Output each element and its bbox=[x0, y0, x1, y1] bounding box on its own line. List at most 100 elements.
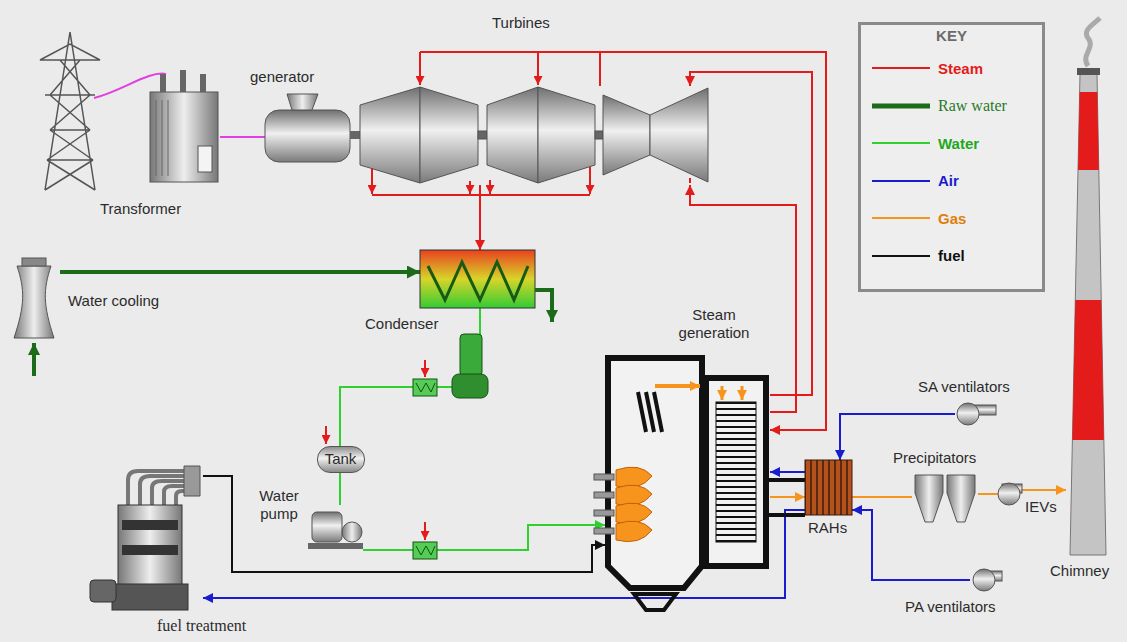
water-pipe bbox=[363, 525, 605, 550]
feed-heater bbox=[416, 383, 435, 392]
feed-pump: Water pump bbox=[308, 505, 363, 551]
legend-heading: KEY bbox=[858, 27, 1045, 45]
chimney-stack bbox=[1060, 18, 1120, 555]
legend-row: Steam bbox=[872, 58, 983, 78]
steam-extraction bbox=[469, 181, 471, 194]
gas-duct bbox=[770, 496, 805, 498]
boiler-walls bbox=[594, 528, 614, 534]
precipitator-hoppers bbox=[915, 475, 943, 522]
air-heater-body bbox=[805, 460, 852, 515]
boiler-walls bbox=[638, 392, 662, 432]
fuel-mill bbox=[128, 471, 186, 505]
legend-row: Water bbox=[872, 133, 979, 153]
turbine-casings bbox=[420, 87, 478, 183]
transformer: Transformer bbox=[148, 70, 220, 184]
component-label: Precipitators bbox=[893, 449, 976, 467]
feed-heater bbox=[413, 542, 437, 559]
raw-water-pipe bbox=[60, 270, 420, 274]
legend-text: Gas bbox=[938, 210, 966, 227]
condenser-shell bbox=[420, 250, 535, 308]
boiler-walls bbox=[634, 594, 676, 610]
steam-extraction bbox=[424, 360, 426, 377]
legend-text: Raw water bbox=[938, 97, 1007, 115]
boiler-walls bbox=[608, 358, 702, 588]
fuel-mill bbox=[90, 580, 116, 602]
boiler-walls bbox=[594, 510, 614, 516]
gas-duct bbox=[978, 493, 998, 495]
boiler-walls bbox=[594, 474, 614, 534]
transmission-tower bbox=[40, 32, 100, 190]
generator-body bbox=[265, 110, 350, 162]
tank: Tank bbox=[317, 446, 365, 473]
fuel-mill: fuel treatment bbox=[88, 460, 203, 615]
boiler-walls bbox=[594, 474, 614, 480]
boiler-walls bbox=[741, 386, 744, 400]
condensate-pump bbox=[460, 334, 482, 376]
condenser-shell bbox=[420, 250, 552, 322]
air-duct bbox=[770, 471, 805, 473]
chimney: Chimney bbox=[1066, 62, 1110, 556]
legend-row: fuel bbox=[872, 246, 965, 266]
component-label: Transformer bbox=[100, 200, 181, 218]
feed-heater bbox=[416, 546, 435, 555]
fuel-mill bbox=[184, 466, 200, 496]
air-duct bbox=[852, 510, 970, 580]
boiler-walls bbox=[616, 467, 652, 542]
transformer-body bbox=[156, 100, 168, 176]
cooling-tower bbox=[14, 258, 54, 376]
precipitator-hoppers bbox=[947, 475, 975, 522]
component-label: Tank bbox=[325, 450, 357, 468]
legend-text: Air bbox=[938, 172, 959, 189]
component-label: Steam generation bbox=[664, 306, 764, 342]
component-label: RAHs bbox=[808, 519, 847, 537]
steam-extraction bbox=[537, 52, 539, 85]
component-label: Condenser bbox=[365, 315, 438, 333]
boiler-walls bbox=[616, 503, 652, 524]
fuel-mill bbox=[140, 476, 186, 505]
sa-fan: SA ventilators bbox=[955, 402, 997, 426]
legend-row: Gas bbox=[872, 208, 966, 228]
steam-extraction bbox=[371, 168, 373, 194]
component-label: fuel treatment bbox=[157, 617, 246, 635]
transformer-body bbox=[180, 70, 186, 92]
component-label: PA ventilators bbox=[905, 598, 996, 616]
feed-pump-body bbox=[308, 512, 363, 549]
legend-text: Steam bbox=[938, 60, 983, 77]
generator: generator bbox=[265, 106, 352, 164]
cooling-tower bbox=[14, 266, 54, 338]
chimney-stack bbox=[1060, 92, 1120, 170]
legend-line bbox=[872, 250, 930, 262]
boiler-walls bbox=[766, 480, 805, 515]
cooling-tower bbox=[22, 258, 46, 266]
fuel-mill bbox=[164, 486, 186, 505]
transformer-body bbox=[160, 74, 166, 92]
transformer-body bbox=[150, 70, 218, 182]
precipitator: Precipitators bbox=[912, 472, 978, 524]
component-label: Chimney bbox=[1050, 562, 1109, 580]
boiler-walls bbox=[594, 72, 805, 610]
fuel-mill bbox=[118, 505, 182, 585]
component-label: generator bbox=[250, 68, 314, 86]
generator-body bbox=[350, 131, 360, 139]
condenser-shell bbox=[428, 262, 528, 300]
legend-line bbox=[872, 175, 930, 187]
condensate-pump bbox=[452, 374, 488, 398]
air-heater: RAHs bbox=[805, 460, 852, 515]
turbine-set: Turbines bbox=[358, 86, 710, 185]
boiler-walls bbox=[721, 386, 724, 400]
boiler-walls bbox=[616, 485, 652, 506]
component-label: SA ventilators bbox=[918, 378, 1010, 396]
component-label: IEVs bbox=[1025, 498, 1057, 516]
legend-line bbox=[872, 212, 930, 224]
fuel-mill bbox=[122, 545, 178, 555]
fuel-pipe bbox=[203, 476, 605, 572]
boiler-walls bbox=[716, 402, 756, 542]
gas-duct bbox=[1022, 489, 1066, 491]
chimney-stack bbox=[1077, 68, 1100, 75]
fuel-mill bbox=[128, 471, 186, 505]
feed-pump-body bbox=[308, 543, 363, 549]
fuel-mill bbox=[90, 466, 200, 610]
fuel-mill bbox=[152, 481, 186, 505]
generator-body bbox=[287, 94, 318, 110]
transformer-body bbox=[150, 92, 218, 182]
